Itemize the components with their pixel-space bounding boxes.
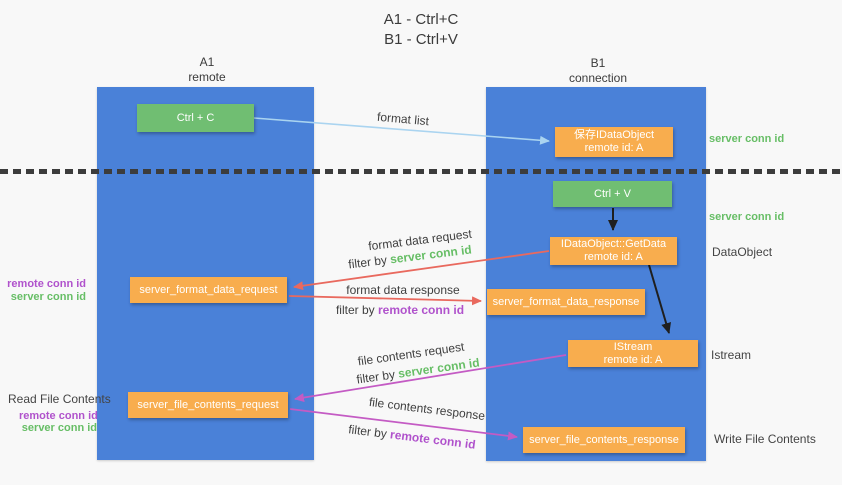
istream-line2: remote id: A bbox=[603, 353, 663, 366]
filter-by-text: filter by bbox=[335, 303, 375, 317]
server-format-data-response-box: server_format_data_response bbox=[487, 289, 645, 315]
read-file-contents-label: Read File Contents bbox=[8, 392, 111, 406]
ctrl-c-label: Ctrl + C bbox=[176, 111, 215, 124]
istream-line1: IStream bbox=[613, 340, 653, 353]
save-idataobject-line2: remote id: A bbox=[584, 142, 644, 154]
filter-by-text: filter by bbox=[347, 422, 388, 441]
save-idataobject-line1: 保存IDataObject bbox=[573, 129, 655, 141]
ctrl-v-label: Ctrl + V bbox=[594, 187, 631, 200]
filter-by-text: filter by bbox=[355, 367, 396, 387]
format-list-label: format list bbox=[376, 109, 430, 129]
server-file-contents-response-box: server_file_contents_response bbox=[523, 427, 685, 453]
server-file-contents-request-label: server_file_contents_request bbox=[137, 398, 279, 411]
diagram-title: A1 - Ctrl+C B1 - Ctrl+V bbox=[0, 10, 842, 50]
file-contents-response-label: file contents response bbox=[368, 394, 486, 424]
server-file-contents-response-label: server_file_contents_response bbox=[529, 433, 679, 446]
server-file-contents-request-box: server_file_contents_request bbox=[128, 392, 288, 418]
lane-a1-subtitle: remote bbox=[188, 70, 226, 84]
istream-side-label: Istream bbox=[711, 348, 752, 362]
filter-by-remote-conn-id-label-2: filter by remote conn id bbox=[348, 422, 477, 452]
save-idataobject-box: 保存IDataObject remote id: A bbox=[555, 127, 673, 157]
server-format-data-request-box: server_format_data_request bbox=[130, 277, 287, 303]
format-data-response-label: format data response bbox=[346, 283, 460, 297]
write-file-contents-label: Write File Contents bbox=[714, 432, 816, 446]
remote-conn-id-label-format: remote conn id bbox=[7, 278, 86, 290]
remote-conn-id-text: remote conn id bbox=[378, 303, 465, 317]
istream-box: IStream remote id: A bbox=[568, 340, 698, 367]
server-conn-id-label-file: server conn id bbox=[21, 422, 97, 434]
dataobject-label: DataObject bbox=[712, 245, 773, 259]
server-format-data-request-label: server_format_data_request bbox=[139, 283, 278, 296]
server-format-data-response-label: server_format_data_response bbox=[492, 295, 640, 308]
title-line-ctrl-c: A1 - Ctrl+C bbox=[383, 11, 459, 28]
remote-conn-id-label-file: remote conn id bbox=[19, 410, 98, 422]
ctrl-c-box: Ctrl + C bbox=[137, 104, 254, 132]
filter-by-remote-conn-id-label-1: filter by remote conn id bbox=[336, 303, 464, 317]
lane-header-b1: B1 connection bbox=[528, 56, 668, 86]
dotted-separator bbox=[0, 169, 842, 174]
lane-b1-subtitle: connection bbox=[568, 71, 628, 85]
remote-conn-id-text: remote conn id bbox=[389, 427, 477, 452]
server-conn-id-label-top: server conn id bbox=[709, 133, 785, 145]
title-line-ctrl-v: B1 - Ctrl+V bbox=[384, 31, 458, 48]
server-conn-id-label-format: server conn id bbox=[10, 291, 86, 303]
ctrl-v-box: Ctrl + V bbox=[553, 181, 672, 207]
lane-a1-title: A1 bbox=[199, 55, 215, 69]
filter-by-text: filter by bbox=[347, 252, 388, 272]
getdata-box: IDataObject::GetData remote id: A bbox=[550, 237, 677, 265]
lane-b1-title: B1 bbox=[590, 56, 606, 70]
getdata-line2: remote id: A bbox=[584, 251, 643, 263]
getdata-line1: IDataObject::GetData bbox=[560, 238, 667, 250]
server-conn-id-label-mid: server conn id bbox=[709, 211, 785, 223]
lane-header-a1: A1 remote bbox=[137, 55, 277, 85]
